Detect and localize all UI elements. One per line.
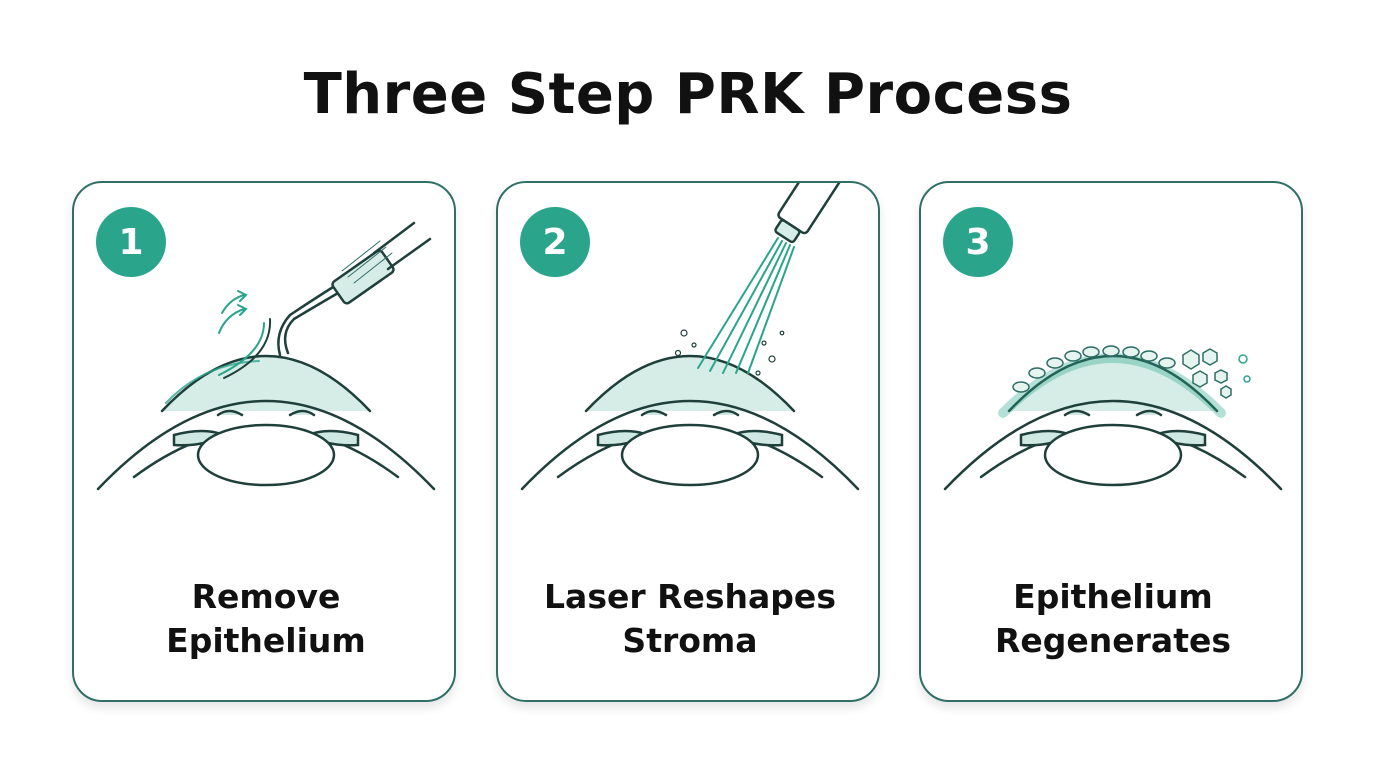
step-number-badge: 3	[943, 207, 1013, 277]
page-title: Three Step PRK Process	[303, 62, 1073, 127]
step-card-3: 3 Epithelium Regenerates	[919, 181, 1303, 702]
step-number-badge: 2	[520, 207, 590, 277]
step-label-line-1: Remove	[191, 577, 341, 616]
epithelium-regeneration-icon	[943, 345, 1283, 491]
step-number-badge: 1	[96, 207, 166, 277]
step-label-line-2: Stroma	[622, 621, 758, 660]
step-label: Remove Epithelium	[74, 575, 454, 663]
epithelium-removal-icon	[96, 221, 436, 491]
step-label: Laser Reshapes Stroma	[498, 575, 878, 663]
step-card-1: 1 Remove Epithelium	[72, 181, 456, 702]
step-label: Epithelium Regenerates	[921, 575, 1301, 663]
step-label-line-2: Regenerates	[994, 621, 1231, 660]
step-label-line-1: Epithelium	[1013, 577, 1213, 616]
step-label-line-2: Epithelium	[166, 621, 366, 660]
step-card-2: 2 Laser Reshapes Stroma	[496, 181, 880, 702]
step-label-line-1: Laser Reshapes	[544, 577, 836, 616]
laser-reshaping-icon	[520, 183, 860, 491]
